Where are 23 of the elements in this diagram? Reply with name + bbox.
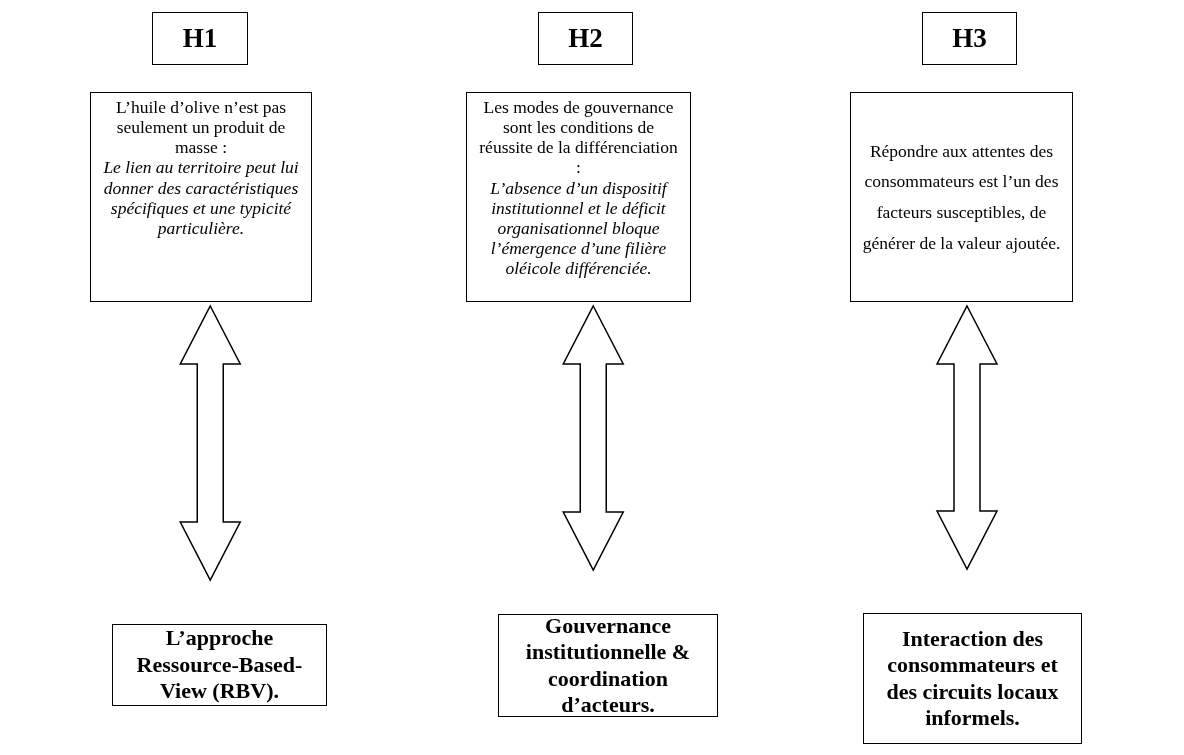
hypothesis-text-box bbox=[466, 92, 691, 302]
hypothesis-explanation: Le lien au territoire peut lui donner des caractéristiques spécifiques et une typicité particulière. bbox=[102, 157, 300, 238]
hypothesis-statement: Les modes de gouvernance sont les conditions de réussite de la différenciation : bbox=[478, 97, 679, 178]
double-arrow bbox=[562, 304, 625, 572]
hypothesis-label-box bbox=[922, 12, 1017, 65]
hypothesis-label-box bbox=[538, 12, 633, 65]
theory-label: Gouvernance institutionnelle & coordination d’acteurs. bbox=[524, 612, 692, 719]
theory-box bbox=[498, 614, 718, 717]
theory-box bbox=[112, 624, 327, 706]
hypothesis-text-box bbox=[90, 92, 312, 302]
double-arrow bbox=[179, 304, 242, 582]
hypothesis-label: H3 bbox=[952, 22, 987, 54]
hypothesis-explanation: L’absence d’un dispositif institutionnel et le déficit organisationnel bloque l’émergence d’une filière oléicole différenciée. bbox=[489, 177, 670, 279]
double-arrow bbox=[935, 304, 999, 571]
hypothesis-label-box bbox=[152, 12, 248, 65]
hypothesis-text-box bbox=[850, 92, 1073, 302]
hypothesis-label: H1 bbox=[182, 22, 218, 54]
hypothesis-statement: L’huile d’olive n’est pas seulement un produit de masse : bbox=[115, 97, 287, 158]
theory-box bbox=[863, 613, 1082, 744]
theory-label: Interaction des consommateurs et des circuits locaux informels. bbox=[885, 625, 1060, 732]
hypothesis-label: H2 bbox=[568, 22, 603, 54]
theory-label: L’approche Ressource-Based-View (RBV). bbox=[135, 625, 304, 705]
hypothesis-statement: Répondre aux attentes des consommateurs est l’un des facteurs susceptibles, de générer de la valeur ajoutée. bbox=[861, 139, 1062, 255]
